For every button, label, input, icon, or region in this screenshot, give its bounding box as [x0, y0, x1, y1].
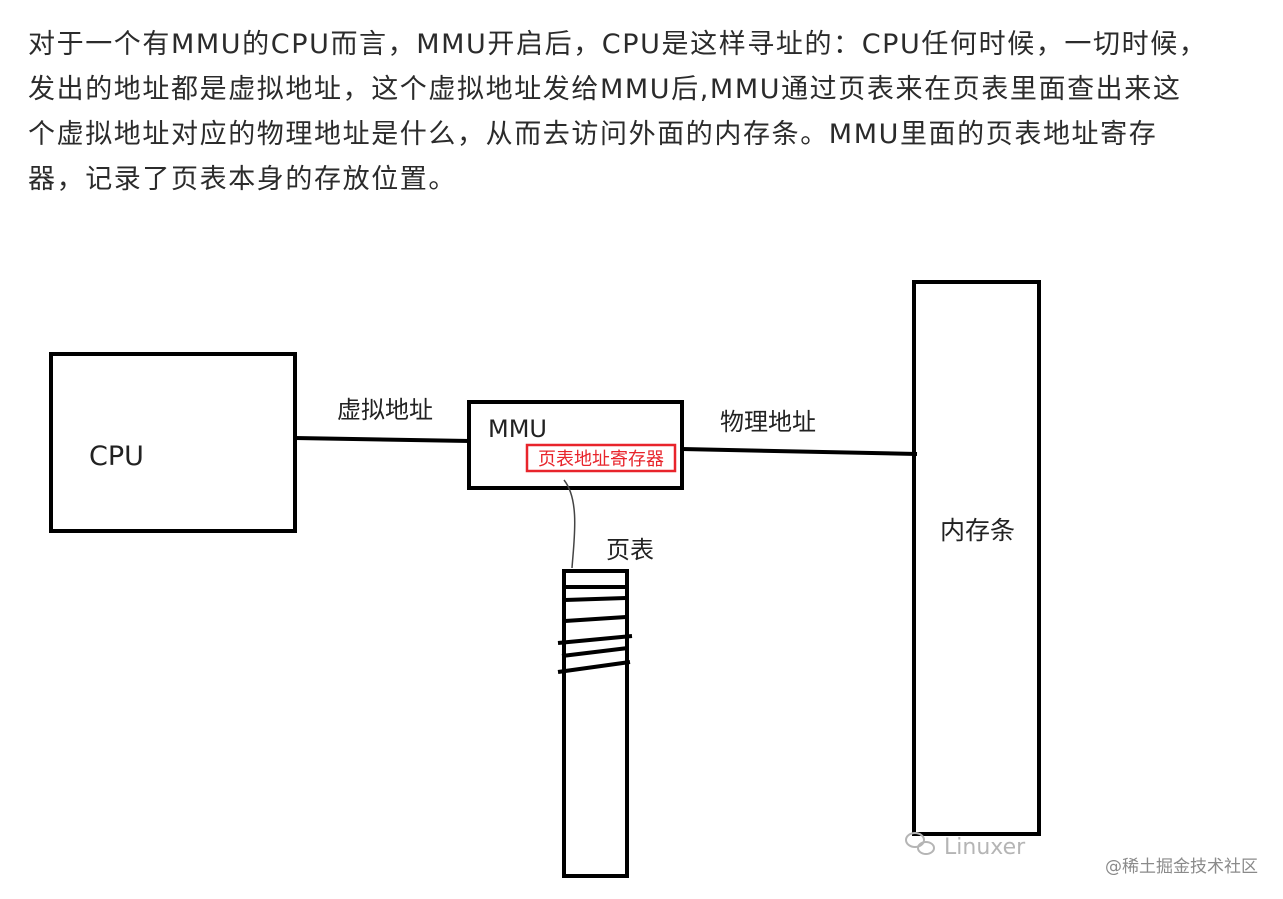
page-table-label: 页表: [606, 536, 654, 564]
page-table-entry: [564, 596, 627, 602]
mmu-label: MMU: [488, 415, 547, 443]
page-table-entry: [561, 646, 629, 658]
linuxer-watermark: Linuxer: [905, 832, 1026, 860]
wechat-icon: [905, 832, 935, 855]
intro-paragraph: 对于一个有MMU的CPU而言，MMU开启后，CPU是这样寻址的：CPU任何时候，…: [28, 22, 1283, 202]
page-table-entry: [564, 615, 627, 623]
paragraph-line-2: 发出的地址都是虚拟地址，这个虚拟地址发给MMU后,MMU通过页表来在页表里面查出…: [28, 74, 1182, 105]
register-to-page-table-line: [563, 479, 576, 569]
source-watermark: @稀土掘金技术社区: [1105, 857, 1258, 877]
page-table-register-box: [525, 443, 677, 473]
cpu-label: CPU: [89, 441, 144, 472]
page-table-entry: [557, 634, 633, 645]
memory-label: 内存条: [940, 516, 1015, 545]
page-table-entry: [557, 660, 631, 674]
physical-address-label: 物理地址: [720, 408, 816, 436]
paragraph-line-3: 个虚拟地址对应的物理地址是什么，从而去访问外面的内存条。MMU里面的页表地址寄存: [28, 119, 1158, 150]
paragraph-line-1: 对于一个有MMU的CPU而言，MMU开启后，CPU是这样寻址的：CPU任何时候，…: [28, 29, 1208, 60]
memory-box: [912, 280, 1041, 836]
page-table-entries: [557, 585, 633, 674]
watermark-text: Linuxer: [944, 835, 1026, 860]
cpu-box: [49, 352, 297, 533]
page-table-box: [562, 569, 629, 878]
page-table-register-label: 页表地址寄存器: [538, 449, 664, 470]
physical-address-line: [681, 447, 918, 456]
paragraph-line-4: 器，记录了页表本身的存放位置。: [28, 164, 457, 195]
mmu-box: [467, 400, 684, 490]
virtual-address-line: [294, 436, 471, 443]
virtual-address-label: 虚拟地址: [337, 396, 433, 424]
